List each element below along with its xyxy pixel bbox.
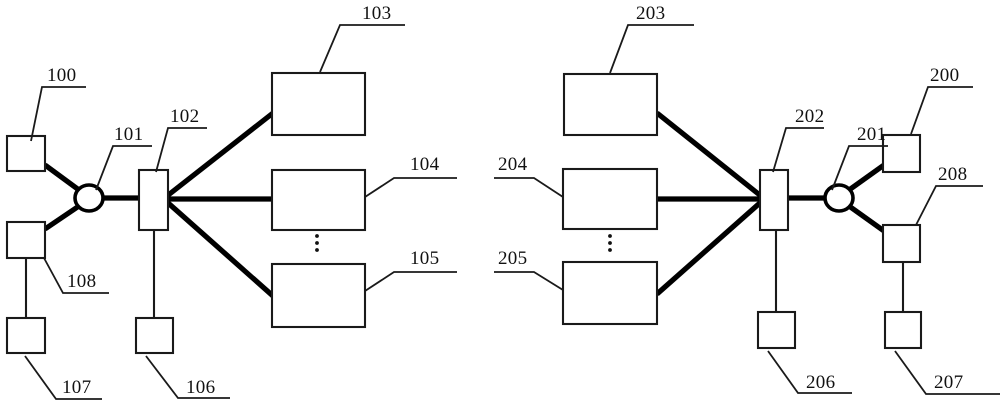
ref-label-203: 203 <box>636 3 665 24</box>
node-107[interactable] <box>5 316 47 355</box>
link-205-to-202 <box>655 200 763 296</box>
node-106[interactable] <box>134 316 175 355</box>
leader-102 <box>155 127 207 173</box>
node-101[interactable] <box>73 183 105 213</box>
ref-label-106: 106 <box>186 377 215 398</box>
link-102-to-103 <box>165 110 275 199</box>
node-200[interactable] <box>881 133 922 174</box>
leader-200 <box>910 86 973 135</box>
node-104[interactable] <box>270 168 367 232</box>
node-102[interactable] <box>137 168 170 232</box>
right-leader-lines <box>494 24 1000 395</box>
node-203[interactable] <box>562 72 659 137</box>
ref-label-103: 103 <box>362 3 391 24</box>
leader-105 <box>364 271 457 292</box>
node-206[interactable] <box>756 310 797 350</box>
leader-202 <box>772 127 824 173</box>
leader-204 <box>494 177 564 198</box>
left-leader-lines <box>24 24 457 400</box>
ref-label-101: 101 <box>114 124 143 145</box>
node-202[interactable] <box>758 168 790 232</box>
ref-label-108: 108 <box>67 271 96 292</box>
node-103[interactable] <box>270 71 367 137</box>
ref-label-208: 208 <box>938 164 967 185</box>
right-ref-labels: 203 204 205 202 201 200 208 206 207 <box>498 3 967 393</box>
node-205[interactable] <box>561 260 659 326</box>
leader-107 <box>24 355 102 400</box>
leader-206 <box>767 350 852 394</box>
link-203-to-202 <box>655 110 763 199</box>
ref-label-104: 104 <box>410 154 440 175</box>
leader-205 <box>494 271 564 291</box>
node-105[interactable] <box>270 262 367 329</box>
leader-108 <box>43 257 109 294</box>
node-100[interactable] <box>5 134 47 173</box>
node-201[interactable] <box>823 183 855 213</box>
link-201-to-200 <box>847 162 886 193</box>
ref-label-100: 100 <box>47 65 76 86</box>
right-links <box>655 110 905 312</box>
ref-label-205: 205 <box>498 248 527 269</box>
node-207[interactable] <box>883 310 923 350</box>
link-102-to-105 <box>165 200 275 298</box>
leader-100 <box>30 86 86 142</box>
leader-207 <box>894 350 1000 395</box>
ref-label-102: 102 <box>170 106 199 127</box>
node-108[interactable] <box>5 220 47 260</box>
ref-label-201: 201 <box>857 124 886 145</box>
link-108-to-101 <box>43 203 81 232</box>
leader-106 <box>145 355 230 399</box>
ref-label-204: 204 <box>498 154 528 175</box>
leader-208 <box>915 185 983 226</box>
ref-label-200: 200 <box>930 65 959 86</box>
ref-label-105: 105 <box>410 248 439 269</box>
ref-label-107: 107 <box>62 377 91 398</box>
leader-104 <box>364 177 457 198</box>
link-201-to-208 <box>847 203 886 234</box>
ref-label-202: 202 <box>795 106 824 127</box>
node-204[interactable] <box>561 167 659 231</box>
left-ref-labels: 100 101 102 103 104 105 106 107 108 <box>47 3 440 398</box>
right-nodes <box>561 72 923 350</box>
right-ellipsis-dots <box>608 234 612 252</box>
leader-101 <box>95 145 152 191</box>
leader-203 <box>609 24 694 74</box>
node-208[interactable] <box>881 223 922 264</box>
left-ellipsis-dots <box>315 234 319 252</box>
left-links <box>24 110 275 318</box>
link-100-to-101 <box>43 162 81 193</box>
leader-201 <box>831 145 888 191</box>
leader-103 <box>319 24 405 73</box>
left-nodes <box>5 71 367 355</box>
ref-label-207: 207 <box>934 372 963 393</box>
ref-label-206: 206 <box>806 372 835 393</box>
